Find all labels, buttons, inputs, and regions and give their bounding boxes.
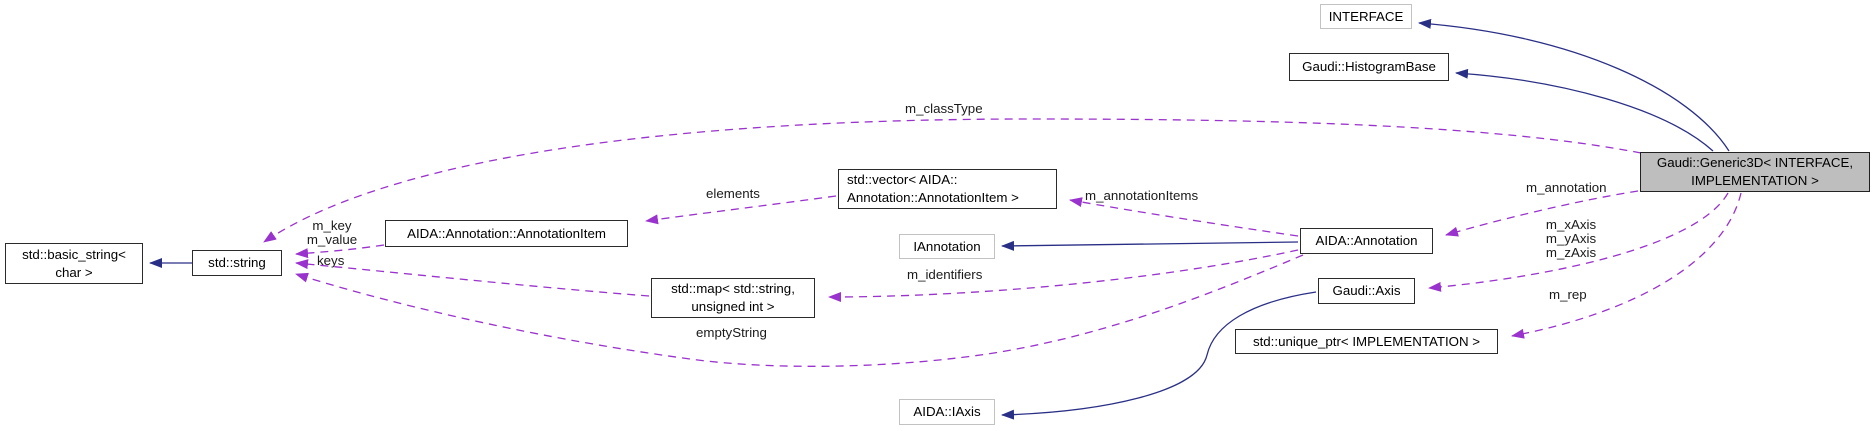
edge-inherit-generic3d-histogrambase (1455, 68, 1714, 152)
edge-usage-m-key-m-value (295, 244, 385, 259)
node-gaudi-histogrambase[interactable]: Gaudi::HistogramBase (1289, 53, 1449, 81)
edge-inherit-generic3d-interface (1418, 18, 1730, 152)
node-std-string[interactable]: std::string (192, 250, 282, 276)
node-iannotation[interactable]: IAnnotation (899, 234, 995, 259)
edge-usage-keys (295, 259, 650, 297)
node-interface[interactable]: INTERFACE (1320, 4, 1412, 29)
edge-usage-m-rep (1511, 192, 1742, 339)
node-std-unique-ptr[interactable]: std::unique_ptr< IMPLEMENTATION > (1235, 329, 1498, 354)
node-aida-iaxis[interactable]: AIDA::IAxis (899, 399, 995, 425)
edge-usage-elements (645, 195, 837, 225)
node-aida-annotation-annotationitem[interactable]: AIDA::Annotation::AnnotationItem (385, 220, 628, 247)
node-std-vector-annotationitem[interactable]: std::vector< AIDA:: Annotation::Annotati… (838, 169, 1057, 209)
edge-usage-m-annotationitems (1069, 197, 1299, 237)
node-std-map-string-uint[interactable]: std::map< std::string, unsigned int > (651, 278, 815, 318)
node-std-basic-string[interactable]: std::basic_string< char > (5, 243, 143, 284)
node-gaudi-generic3d[interactable]: Gaudi::Generic3D< INTERFACE, IMPLEMENTAT… (1640, 152, 1870, 192)
edge-usage-m-identifiers (828, 249, 1299, 302)
edge-inherit-annotation-iannotation (1001, 240, 1299, 251)
node-aida-annotation[interactable]: AIDA::Annotation (1300, 228, 1433, 254)
edge-inherit-axis-iaxis (1001, 291, 1317, 420)
edge-usage-m-classtype (263, 118, 1642, 243)
node-gaudi-axis[interactable]: Gaudi::Axis (1318, 278, 1415, 304)
edge-usage-emptystring (295, 254, 1304, 367)
edge-usage-m-axes (1428, 192, 1729, 292)
edge-usage-m-annotation (1445, 190, 1639, 237)
